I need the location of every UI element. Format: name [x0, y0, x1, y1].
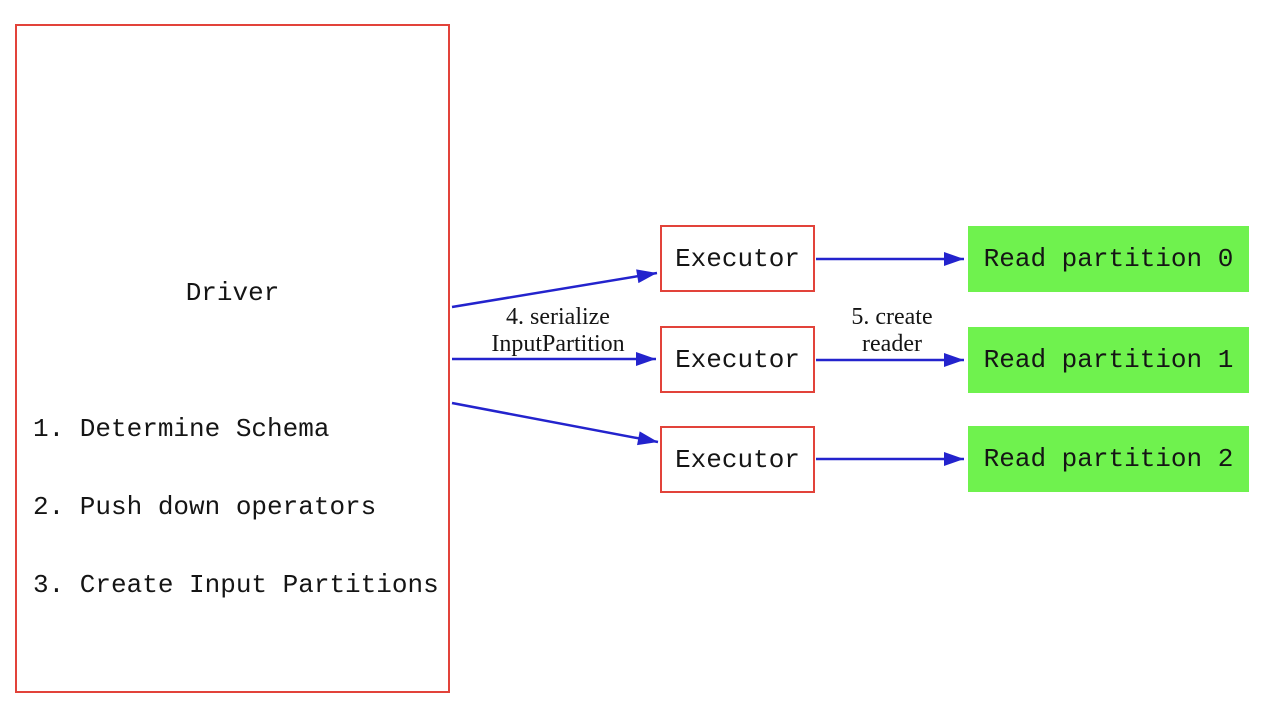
driver-box: [15, 24, 450, 693]
driver-step-2: 2. Push down operators: [33, 492, 377, 522]
edge-label-serialize-inputpartition: 4. serialize InputPartition: [448, 304, 668, 358]
driver-steps-list: 1. Determine Schema 2. Push down operato…: [33, 364, 443, 650]
read-partition-box-2: Read partition 2: [968, 426, 1249, 492]
edge-label-reader-line1: 5. create: [851, 304, 933, 330]
executor-label-2: Executor: [675, 344, 800, 375]
read-partition-label-1: Read partition 1: [983, 345, 1234, 375]
driver-title: Driver: [185, 278, 280, 308]
edge-label-reader-line2: reader: [862, 331, 922, 357]
edge-label-serialize-line2: InputPartition: [491, 331, 625, 357]
executor-label-1: Executor: [675, 243, 800, 274]
read-partition-label-0: Read partition 0: [983, 244, 1234, 274]
executor-box-2: Executor: [660, 326, 815, 393]
arrow-driver-to-executor-3: [451, 401, 659, 446]
edge-label-create-reader: 5. create reader: [782, 304, 1002, 358]
read-partition-label-2: Read partition 2: [983, 444, 1234, 474]
read-partition-box-1: Read partition 1: [968, 327, 1249, 393]
read-partition-box-0: Read partition 0: [968, 226, 1249, 292]
edge-label-serialize-line1: 4. serialize: [506, 304, 610, 330]
executor-box-3: Executor: [660, 426, 815, 493]
driver-step-3: 3. Create Input Partitions: [33, 570, 439, 600]
executor-label-3: Executor: [675, 444, 800, 475]
arrow-driver-to-executor-1: [451, 269, 658, 309]
driver-step-1: 1. Determine Schema: [33, 414, 330, 444]
executor-box-1: Executor: [660, 225, 815, 292]
